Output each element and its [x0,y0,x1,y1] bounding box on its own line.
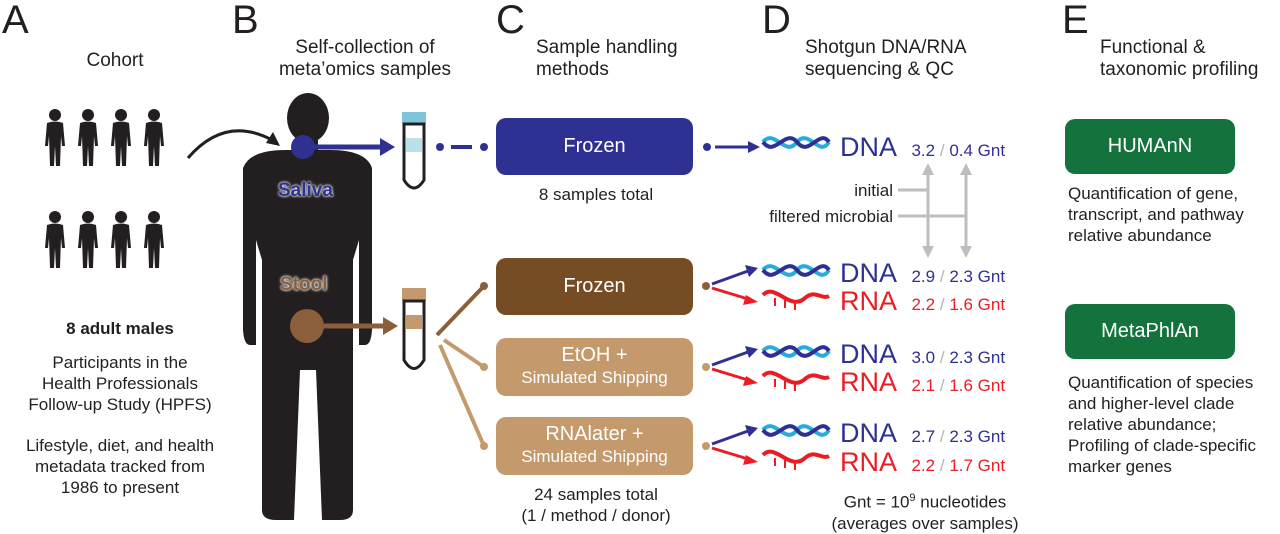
frozen-saliva-box: Frozen [496,118,693,175]
stool-label: Stool [280,274,328,295]
legend-filtered-microbial: filtered microbial [769,207,893,226]
legend-initial: initial [854,181,893,200]
seq-row-frozen-rna: RNA 2.2 / 1.6 Gnt [840,286,1006,316]
etoh-box: EtOH + Simulated Shipping [496,338,693,396]
saliva-sample-count: 8 samples total [538,185,654,204]
seq-row-frozen-dna: DNA 2.9 / 2.3 Gnt [840,258,1006,288]
saliva-tube-icon [402,112,426,190]
stool-marker [290,309,324,343]
rna-strand-icon [761,449,830,470]
stool-tube-icon [402,288,426,370]
humann-box: HUMAnN [1065,119,1235,174]
panel-c-title: Sample handling methods [536,37,678,80]
frozen-stool-box: Frozen [496,258,693,315]
metaphlan-box: MetaPhlAn [1065,304,1235,359]
panel-d-letter: D [762,0,791,42]
rnalater-box: RNAlater + Simulated Shipping [496,417,693,475]
panel-b-letter: B [232,0,259,42]
gnt-footnote: Gnt = 109 nucleotides (averages over sam… [831,492,1019,533]
seq-row-rnalater-rna: RNA 2.2 / 1.7 Gnt [840,447,1006,477]
humann-description: Quantification of gene, transcript, and … [1068,184,1244,245]
dna-helix-icon [761,345,831,358]
panel-b-title: Self-collection of meta’omics samples [278,37,452,80]
cohort-size: 8 adult males [66,319,174,338]
arrow-head-icon [266,132,280,146]
panel-e-letter: E [1062,0,1089,42]
saliva-marker [291,135,315,159]
saliva-arrow-icon [380,138,395,156]
panel-c-letter: C [496,0,525,42]
metaphlan-description: Quantification of species and higher-lev… [1068,373,1257,476]
seq-row-saliva-dna: DNA 3.2 / 0.4 Gnt [840,132,1006,162]
cohort-description: Participants in the Health Professionals… [28,353,212,414]
qc-legend-arrows [898,172,968,250]
dna-helix-icon [761,264,831,277]
dna-helix-icon [761,136,831,149]
panel-a-letter: A [2,0,29,42]
stool-sample-count: 24 samples total (1 / method / donor) [521,485,671,525]
panel-d-title: Shotgun DNA/RNA sequencing & QC [805,37,967,80]
panel-a-title: Cohort [86,50,144,71]
seq-row-etoh-dna: DNA 3.0 / 2.3 Gnt [840,339,1006,369]
cohort-metadata: Lifestyle, diet, and health metadata tra… [25,436,215,497]
seq-row-etoh-rna: RNA 2.1 / 1.6 Gnt [840,367,1006,397]
cohort-to-body-arrow [186,129,273,159]
dna-helix-icon [761,424,831,437]
panel-e-title: Functional & taxonomic profiling [1100,37,1259,80]
rna-strand-icon [761,370,830,391]
seq-row-rnalater-dna: DNA 2.7 / 2.3 Gnt [840,418,1006,448]
saliva-label: Saliva [278,180,333,201]
stool-arrow-icon [383,317,398,335]
rna-strand-icon [761,289,830,310]
